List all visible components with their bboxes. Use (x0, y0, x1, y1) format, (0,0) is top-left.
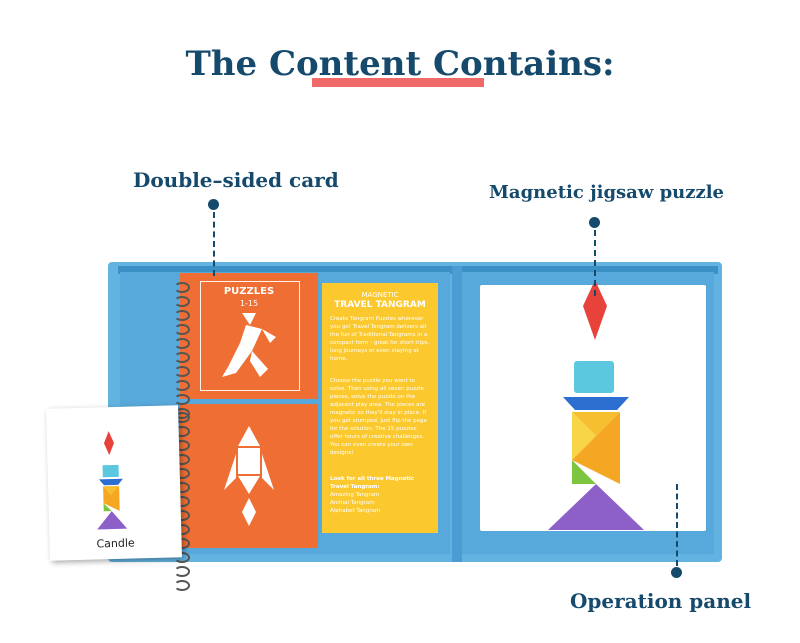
case-lid-edge (118, 266, 718, 274)
candle-diagram (97, 431, 128, 530)
instructions-paragraph-2: Choose the puzzle you want to solve. The… (330, 378, 427, 456)
rocket-silhouette (224, 426, 274, 526)
blue-trapezoid-piece (563, 397, 629, 410)
puzzle-card-front: PUZZLES 1-15 (180, 273, 318, 399)
running-figure-silhouette (222, 313, 276, 377)
green-triangle-piece (572, 460, 596, 484)
solution-card: Candle (46, 405, 182, 561)
callout-leader-line (213, 212, 215, 276)
orange-triangle-piece (572, 412, 620, 484)
callout-double-sided-card: Double–sided card (133, 168, 339, 192)
cyan-square-piece (574, 361, 614, 393)
spiral-binding-bottom (174, 412, 190, 594)
card-subtitle: 1-15 (239, 299, 259, 308)
instructions-list-item: Alphabet Tangram (330, 508, 381, 514)
callout-magnetic-puzzle: Magnetic jigsaw puzzle (489, 182, 724, 203)
instructions-list-title: Look for all three Magnetic Travel Tangr… (330, 476, 415, 490)
callout-operation-panel: Operation panel (570, 589, 752, 613)
instructions-list: Look for all three Magnetic Travel Tangr… (330, 475, 430, 515)
title-underline (312, 78, 484, 87)
yellow-triangle-piece (572, 412, 620, 436)
card-frame (200, 281, 300, 391)
callout-leader-line (676, 484, 678, 566)
instructions-list-item: Animal Tangram (330, 500, 375, 506)
instructions-kicker: MAGNETIC (361, 291, 399, 299)
instructions-heading: TRAVEL TANGRAM (334, 300, 426, 310)
instructions-paragraph-1: Create Tangram Puzzles wherever you go! … (330, 316, 430, 362)
instructions-card: MAGNETIC TRAVEL TANGRAM Create Tangram P… (322, 283, 438, 533)
yellow-left-piece (572, 412, 596, 460)
red-parallelogram-piece (583, 280, 607, 340)
callout-dot (671, 567, 682, 578)
page-title: The Content Contains: (185, 44, 615, 84)
case-spine (452, 266, 462, 562)
card-title: PUZZLES (223, 286, 275, 297)
callout-leader-line (594, 230, 596, 296)
callout-dot (589, 217, 600, 228)
callout-dot (208, 199, 219, 210)
purple-triangle-piece (548, 484, 644, 530)
puzzle-card-back (180, 404, 318, 548)
instructions-list-item: Amazing Tangram (330, 492, 380, 498)
